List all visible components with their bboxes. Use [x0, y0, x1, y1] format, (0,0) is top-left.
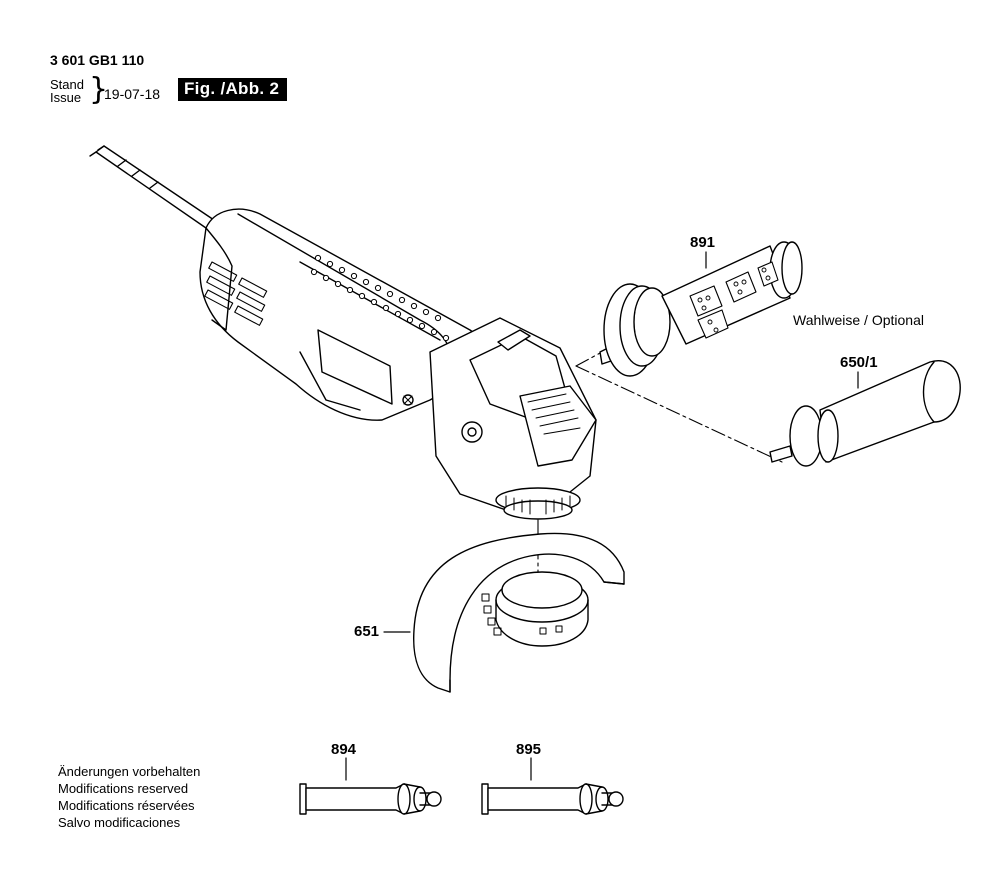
optional-note: Wahlweise / Optional [793, 312, 924, 328]
note-line: Salvo modificaciones [58, 815, 181, 830]
handle-891 [599, 241, 803, 377]
motor-housing [199, 208, 487, 421]
stand-label: Stand [50, 77, 84, 92]
callout-leaders [345, 251, 859, 781]
note-line: Änderungen vorbehalten [58, 764, 201, 779]
gear-head [402, 317, 597, 520]
pin-894 [299, 783, 442, 815]
stand-issue-label: Stand Issue [50, 78, 84, 104]
handle-650-1 [769, 360, 961, 467]
brace-symbol: } [89, 72, 109, 107]
modifications-notes: Änderungen vorbehalten Modifications res… [58, 763, 200, 831]
part-label-894: 894 [331, 741, 357, 758]
note-line: Modifications réservées [58, 798, 195, 813]
guard-651 [413, 532, 625, 693]
issue-date: 19-07-18 [104, 86, 161, 102]
note-line: Modifications reserved [58, 781, 189, 796]
document-number: 3 601 GB1 110 [50, 52, 145, 68]
figure-label: Fig. /Abb. 2 [178, 78, 288, 101]
part-label-651: 651 [354, 623, 380, 640]
issue-label: Issue [50, 90, 82, 105]
part-label-895: 895 [516, 741, 542, 758]
power-cord [89, 145, 215, 229]
part-label-891: 891 [690, 234, 716, 251]
pin-895 [481, 783, 624, 815]
part-label-650-1: 650/1 [840, 354, 878, 371]
